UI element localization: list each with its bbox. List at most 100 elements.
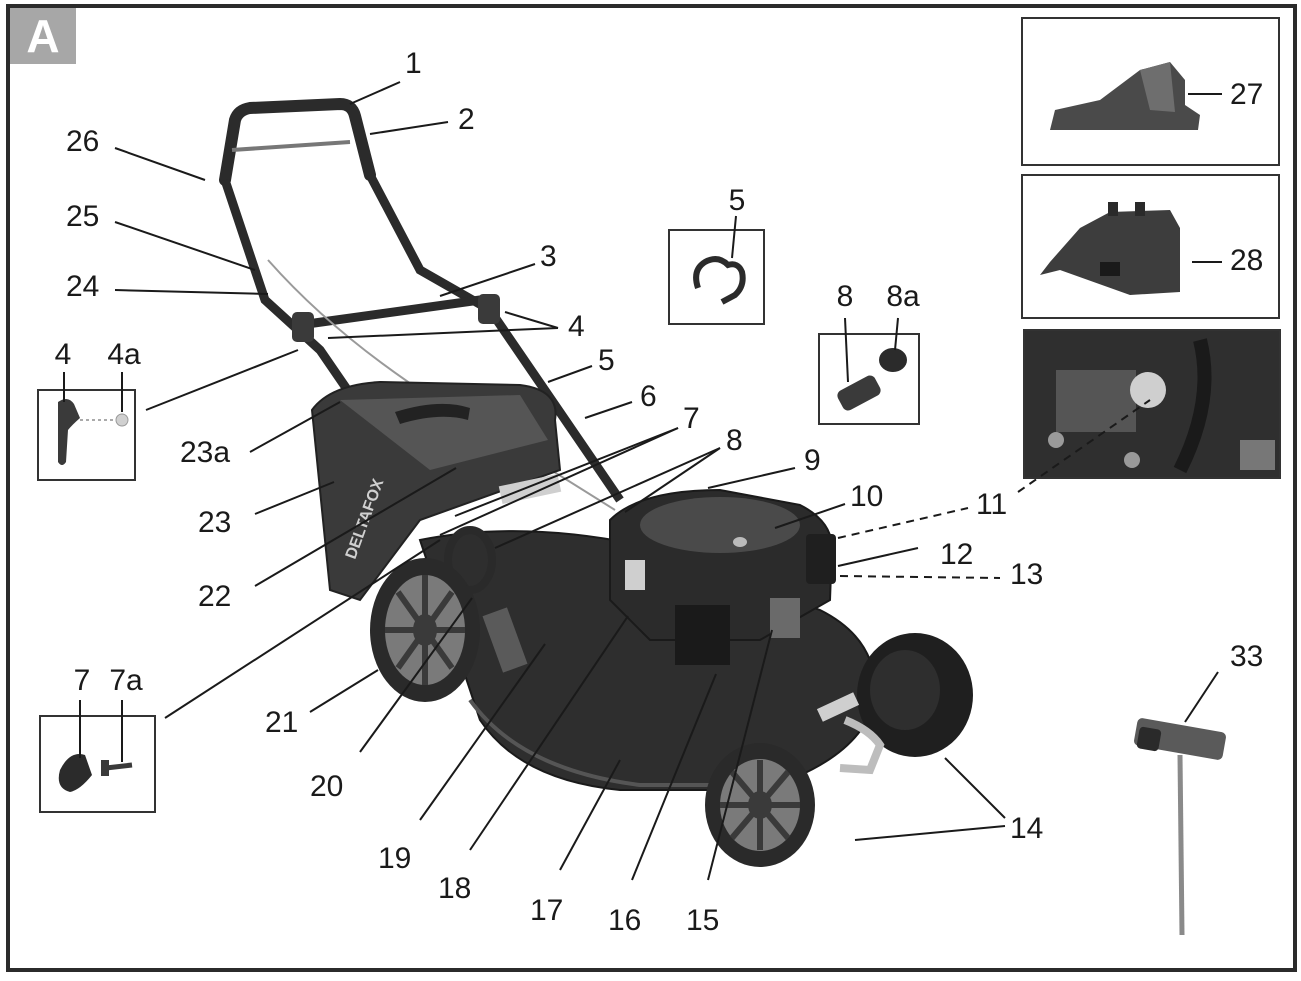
leader-8a: [494, 447, 721, 549]
callout-6: 6: [640, 380, 657, 413]
callout-8: 8: [726, 424, 743, 457]
leader-8-box: [844, 317, 849, 383]
callout-2: 2: [458, 103, 475, 136]
knob-part-icon: [58, 398, 80, 465]
washer-part-icon: [115, 413, 129, 427]
leader-4b: [504, 311, 559, 329]
lower-crossbar: [299, 295, 481, 330]
leader-23a: [249, 401, 341, 453]
callout-13: 13: [1010, 558, 1043, 591]
grass-box-handle: [395, 403, 470, 424]
callout-10: 10: [850, 480, 883, 513]
detail-photo-engine-primer: [1023, 329, 1281, 479]
callout-layer: 1 2 26 25 24 3 4 5 6 7 8 9: [66, 47, 1151, 937]
callout-7a-box: 7a: [109, 664, 143, 697]
leader-24: [114, 289, 269, 295]
leader-7a: [454, 427, 679, 517]
callout-33: 33: [1230, 640, 1263, 673]
callout-26: 26: [66, 125, 99, 158]
detail-box-frame: [37, 389, 136, 481]
leader-20: [359, 597, 473, 753]
leader-21: [309, 669, 379, 713]
detail-box-discharge-chute: 28: [1021, 174, 1280, 319]
callout-12: 12: [940, 538, 973, 571]
leader-22: [254, 467, 457, 587]
callout-20: 20: [310, 770, 343, 803]
leader-2: [369, 121, 449, 135]
leader-3: [439, 263, 536, 297]
detail-box-cable-clip: 5: [668, 184, 765, 325]
callout-4: 4: [568, 310, 585, 343]
leader-17: [559, 759, 621, 871]
callout-7: 7: [683, 402, 700, 435]
callout-28: 28: [1230, 244, 1263, 277]
air-filter: [806, 534, 836, 584]
leader-handle-knob-detail: [145, 349, 299, 411]
bolt-head-icon: [101, 760, 109, 776]
nut-part-icon: [879, 348, 907, 372]
callout-23: 23: [198, 506, 231, 539]
wrench-handle-icon: [1177, 754, 1185, 936]
star-knob-part-icon: [58, 754, 92, 792]
leader-33: [1184, 671, 1219, 723]
detail-box-handle-knob: 4 4a: [37, 338, 141, 481]
leader-16: [631, 673, 717, 881]
callout-4-box: 4: [55, 338, 72, 371]
leader-6: [584, 401, 633, 419]
detail-box-mulching-plug: 27: [1021, 17, 1280, 166]
fuel-cap: [733, 537, 747, 547]
callout-21: 21: [265, 706, 298, 739]
drive-unit: [482, 607, 528, 673]
callout-24: 24: [66, 270, 99, 303]
callout-3: 3: [540, 240, 557, 273]
callout-17: 17: [530, 894, 563, 927]
figure-tag-letter: A: [26, 10, 59, 62]
leader-23: [254, 481, 335, 515]
detail-box-nut-set: 8 8a: [818, 280, 920, 425]
spark-plug-area: [770, 598, 800, 638]
callout-4a-box: 4a: [107, 338, 141, 371]
front-wheel-left: [705, 743, 815, 867]
bolt-part-icon: [837, 375, 881, 411]
callout-27: 27: [1230, 78, 1263, 111]
callout-25: 25: [66, 200, 99, 233]
callout-9: 9: [804, 444, 821, 477]
callout-11: 11: [976, 488, 1007, 521]
leader-4a: [327, 327, 559, 339]
leader-9: [707, 467, 796, 489]
deck-label: [816, 692, 860, 722]
callout-14: 14: [1010, 812, 1043, 845]
figure-frame: [6, 4, 1297, 972]
primer-label-plate: [1056, 370, 1136, 432]
leader-5-box: [731, 215, 737, 259]
leader-15: [707, 629, 773, 881]
leader-19: [419, 643, 546, 821]
callout-23a: 23a: [180, 436, 230, 469]
handle-knob-left: [292, 312, 314, 342]
carriage-bolt-part-icon: [105, 762, 133, 771]
fill-indicator: [498, 473, 562, 505]
upper-handle: [219, 97, 376, 186]
handle-knob-right: [478, 294, 500, 324]
callout-5: 5: [598, 344, 615, 377]
clip-part-icon: [693, 256, 746, 305]
detail-box-frame: [668, 229, 765, 325]
callout-5-box: 5: [729, 184, 746, 217]
front-wheel-right: [857, 633, 973, 757]
leader-26: [114, 147, 206, 181]
front-bumper: [839, 716, 885, 775]
callout-15: 15: [686, 904, 719, 937]
leader-8b: [624, 447, 721, 513]
engine-top-cover: [640, 497, 800, 553]
wrench-socket-icon: [1134, 718, 1226, 760]
callout-18: 18: [438, 872, 471, 905]
height-adjust-lever: [444, 526, 496, 594]
leader-7b: [439, 427, 679, 536]
brake-bar: [231, 140, 351, 152]
leader-bolt-knob-detail: [164, 539, 441, 719]
leader-13: [839, 575, 1001, 579]
detail-box-frame: [39, 715, 156, 813]
callout-1: 1: [405, 47, 422, 80]
